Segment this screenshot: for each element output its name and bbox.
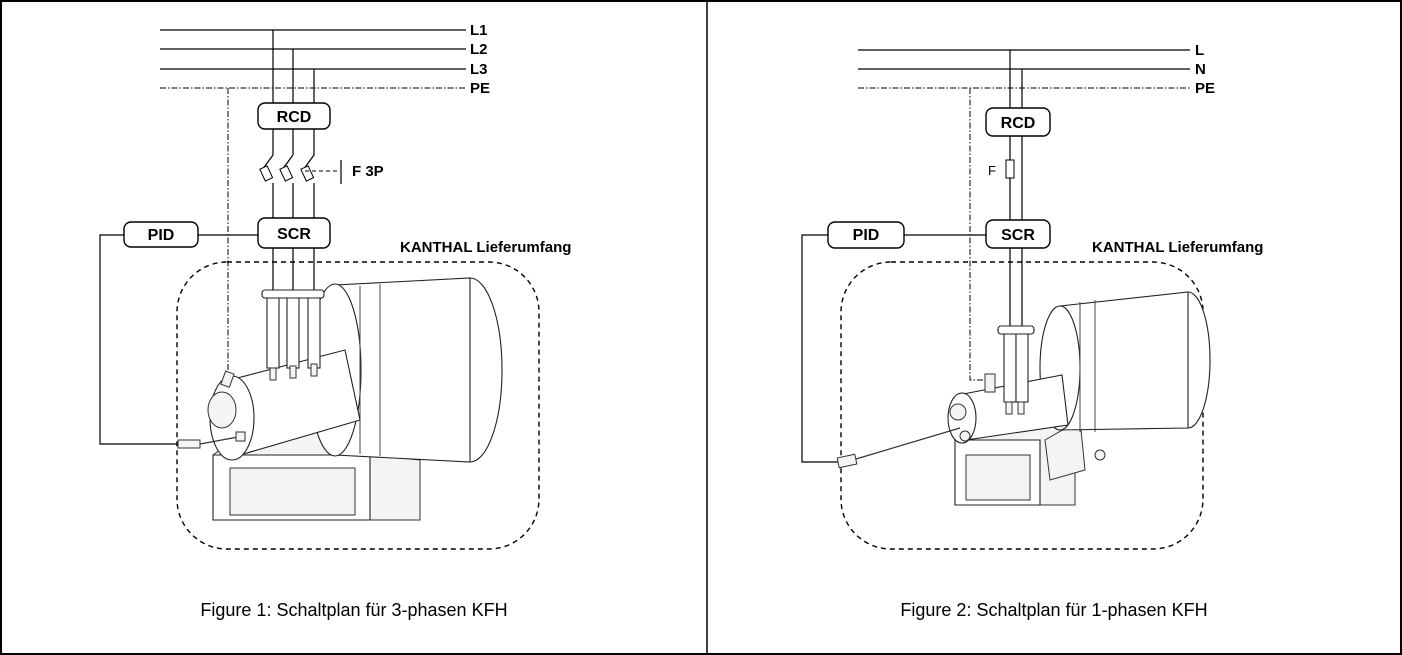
rcd-box <box>257 102 331 130</box>
bus-label-l1: L1 <box>470 22 488 39</box>
fuse-icon <box>1005 159 1015 179</box>
rcd-label: RCD <box>1001 115 1036 132</box>
thermocouple-icon <box>836 427 961 469</box>
bus-label-l: L <box>1195 42 1204 59</box>
fuse-label: F 3P <box>352 163 384 180</box>
rcd-box <box>985 107 1051 137</box>
rcd-label: RCD <box>277 109 312 126</box>
figure-caption: Figure 1: Schaltplan für 3-phasen KFH <box>200 600 507 620</box>
pid-label: PID <box>853 227 880 244</box>
fuse-icon <box>259 154 342 218</box>
scr-box <box>257 217 331 249</box>
terminal-connectors <box>997 325 1035 415</box>
scr-label: SCR <box>277 226 311 243</box>
scope-label: KANTHAL Lieferumfang <box>1092 239 1263 256</box>
fuse-label: F <box>988 163 996 178</box>
bus-label-pe: PE <box>1195 80 1215 97</box>
delivery-scope-outline <box>176 261 540 550</box>
bus-label-n: N <box>1195 61 1206 78</box>
thermocouple-wire <box>99 234 178 445</box>
terminal-connectors <box>261 289 325 381</box>
bus-label-pe: PE <box>470 80 490 97</box>
scr-box <box>985 219 1051 249</box>
pid-label: PID <box>148 227 175 244</box>
figure-caption: Figure 2: Schaltplan für 1-phasen KFH <box>900 600 1207 620</box>
bus-label-l3: L3 <box>470 61 488 78</box>
scr-label: SCR <box>1001 227 1035 244</box>
air-heater-icon <box>207 277 503 521</box>
bus-label-l2: L2 <box>470 41 488 58</box>
air-heater-icon <box>947 291 1211 506</box>
thermocouple-wire <box>801 234 838 463</box>
pe-wire <box>969 88 985 381</box>
figure-2: L N PE RCD F SCR PID KANTHAL Lieferumfan… <box>801 42 1263 620</box>
thermocouple-icon <box>177 431 246 449</box>
figure-1: L1 L2 L3 PE RCD F 3P <box>99 22 571 620</box>
scope-label: KANTHAL Lieferumfang <box>400 239 571 256</box>
